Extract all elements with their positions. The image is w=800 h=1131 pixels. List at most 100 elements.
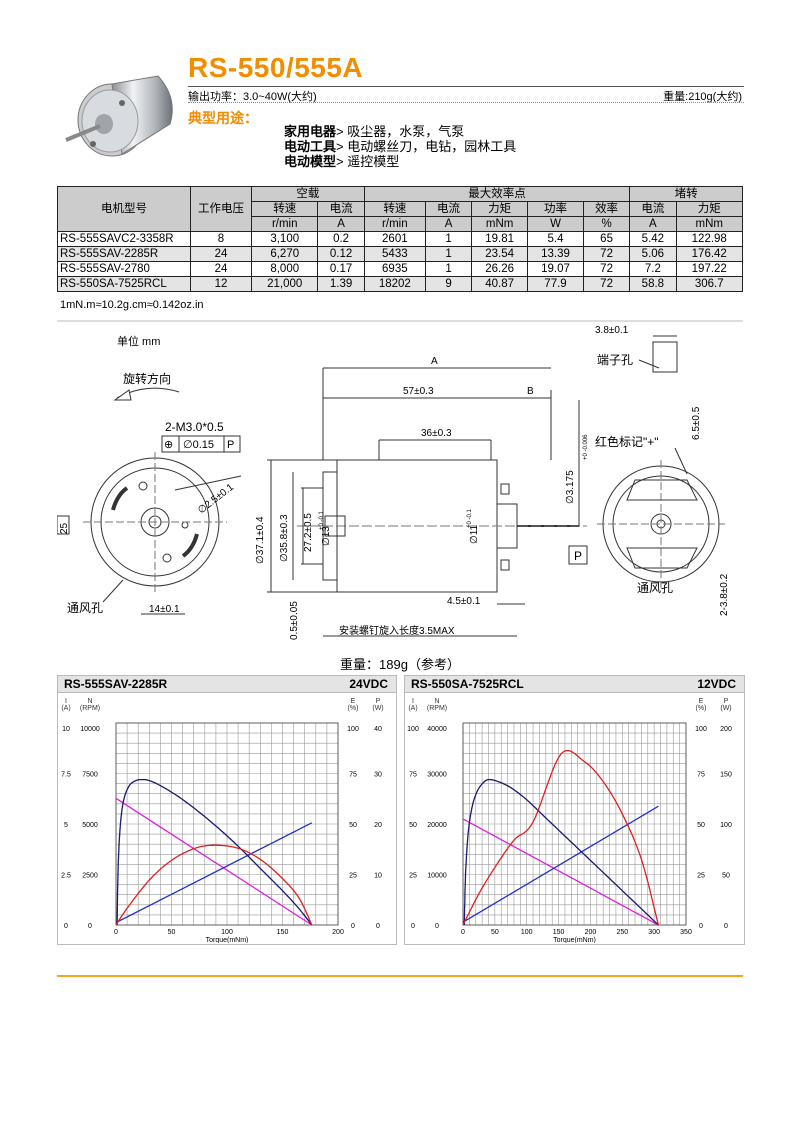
tick-label-i: 100: [407, 726, 419, 733]
tick-label-i: 10: [62, 726, 70, 733]
x-tick-label: 50: [168, 929, 176, 936]
axis-header: (W): [720, 705, 731, 712]
table-cell: 306.7: [675, 276, 744, 292]
unit-conversion: 1mN.m≈10.2g.cm≈0.142oz.in: [60, 299, 204, 311]
tick-label-p: 10: [374, 873, 382, 880]
usage-desc: 遥控模型: [347, 154, 400, 169]
spec-table: 电机型号 工作电压 空载 最大效率点 堵转 转速电流转速电流力矩功率效率电流力矩…: [57, 186, 744, 292]
red-mark-label: 红色标记"+": [595, 434, 659, 449]
table-cell: 2601: [363, 231, 426, 247]
table-cell: 24: [190, 246, 252, 262]
axis-header: (A): [408, 705, 417, 712]
table-cell: RS-555SAV-2780: [57, 261, 191, 277]
series-power: [462, 749, 660, 926]
table-cell: 19.07: [527, 261, 584, 277]
chart-grid: [115, 722, 339, 926]
chart-panel-1: RS-555SAV-2285R 24VDC I(A)N(RPM)E(%)P(W)…: [57, 675, 397, 945]
series-efficiency: [463, 778, 659, 926]
tick-label-p: 50: [722, 873, 730, 880]
unit-4: mNm: [471, 216, 529, 232]
x-tick-label: 50: [491, 929, 499, 936]
dim-272: 27.2±0.5: [303, 513, 314, 552]
axis-header: (%): [348, 705, 359, 712]
tick-label-i: 0: [64, 923, 68, 930]
shaft-tol: +0 -0.006: [583, 434, 589, 460]
unit-7: A: [629, 216, 677, 232]
series-current: [462, 805, 659, 923]
axis-header: (%): [696, 705, 707, 712]
screw-note: 安装螺钉旋入长度3.5MAX: [339, 624, 455, 637]
subheader-5: 功率: [527, 201, 584, 217]
tick-label-i: 7.5: [61, 772, 71, 779]
table-cell: 1: [424, 261, 473, 277]
table-cell: 122.98: [675, 231, 744, 247]
tick-label-p: 40: [374, 726, 382, 733]
tick-label-p: 150: [720, 772, 732, 779]
tick-label-e: 75: [349, 772, 357, 779]
axis-header: E: [351, 698, 356, 705]
table-cell: 13.39: [527, 246, 584, 262]
table-cell: 58.8: [629, 276, 677, 292]
unit-8: mNm: [675, 216, 744, 232]
tick-label-p: 0: [376, 923, 380, 930]
subheader-3: 电流: [424, 201, 473, 217]
table-cell: 18202: [363, 276, 426, 292]
x-tick-label: 0: [114, 929, 118, 936]
unit-1: A: [317, 216, 365, 232]
x-tick-label: 100: [521, 929, 533, 936]
page-title: RS-550/555A: [188, 52, 364, 83]
vent-left-label: 通风孔: [67, 601, 103, 615]
axis-header: N: [87, 698, 92, 705]
chart-panel-2: RS-550SA-7525RCL 12VDC I(A)N(RPM)E(%)P(W…: [404, 675, 745, 945]
terminal-label: 端子孔: [597, 353, 633, 367]
plot-area: [462, 722, 687, 926]
table-cell: 5433: [363, 246, 426, 262]
tick-label-n: 40000: [427, 726, 447, 733]
table-cell: 72: [582, 261, 631, 277]
axis-header: P: [376, 698, 381, 705]
usage-desc: 电动螺丝刀，电钻，园林工具: [347, 139, 517, 154]
thread-label: 2-M3.0*0.5: [165, 420, 224, 434]
subheader-8: 力矩: [675, 201, 744, 217]
table-cell: 6935: [363, 261, 426, 277]
usage-item: 电动模型> 遥控模型: [284, 154, 400, 169]
x-tick-label: 350: [680, 929, 692, 936]
table-cell: 24: [190, 261, 252, 277]
table-cell: 3,100: [250, 231, 319, 247]
axis-header: E: [699, 698, 704, 705]
table-cell: 65: [582, 231, 631, 247]
x-tick-label: 100: [221, 929, 233, 936]
dim-358: ∅35.8±0.3: [279, 514, 290, 562]
dim-B: B: [527, 386, 534, 397]
table-cell: 19.81: [471, 231, 529, 247]
tick-label-p: 200: [720, 726, 732, 733]
dim-36: 36±0.3: [421, 428, 452, 439]
datum-label: P: [227, 439, 234, 451]
table-cell: 0.17: [317, 261, 365, 277]
header-maxeff: 最大效率点: [363, 186, 631, 202]
dim-25: 25: [59, 522, 70, 534]
header-stall: 堵转: [629, 186, 743, 202]
weight-spec: 重量:210g(大约): [663, 91, 742, 103]
table-cell: 1: [424, 231, 473, 247]
tick-label-i: 50: [409, 822, 417, 829]
dim-13: ∅13: [321, 526, 332, 546]
x-tick-label: 150: [553, 929, 565, 936]
chart-model: RS-550SA-7525RCL: [411, 677, 524, 691]
chart-voltage: 24VDC: [349, 677, 388, 691]
tick-label-n: 0: [435, 923, 439, 930]
chart-header: RS-555SAV-2285R 24VDC: [58, 676, 396, 693]
footer-rule: [57, 975, 743, 977]
table-cell: 5.06: [629, 246, 677, 262]
table-cell: 7.2: [629, 261, 677, 277]
table-cell: 72: [582, 276, 631, 292]
axis-header: (RPM): [427, 705, 447, 712]
table-cell: 6,270: [250, 246, 319, 262]
axis-header: P: [724, 698, 729, 705]
table-cell: 9: [424, 276, 473, 292]
dim-65: 6.5±0.5: [691, 406, 702, 440]
tick-label-p: 0: [724, 923, 728, 930]
x-tick-label: 0: [461, 929, 465, 936]
